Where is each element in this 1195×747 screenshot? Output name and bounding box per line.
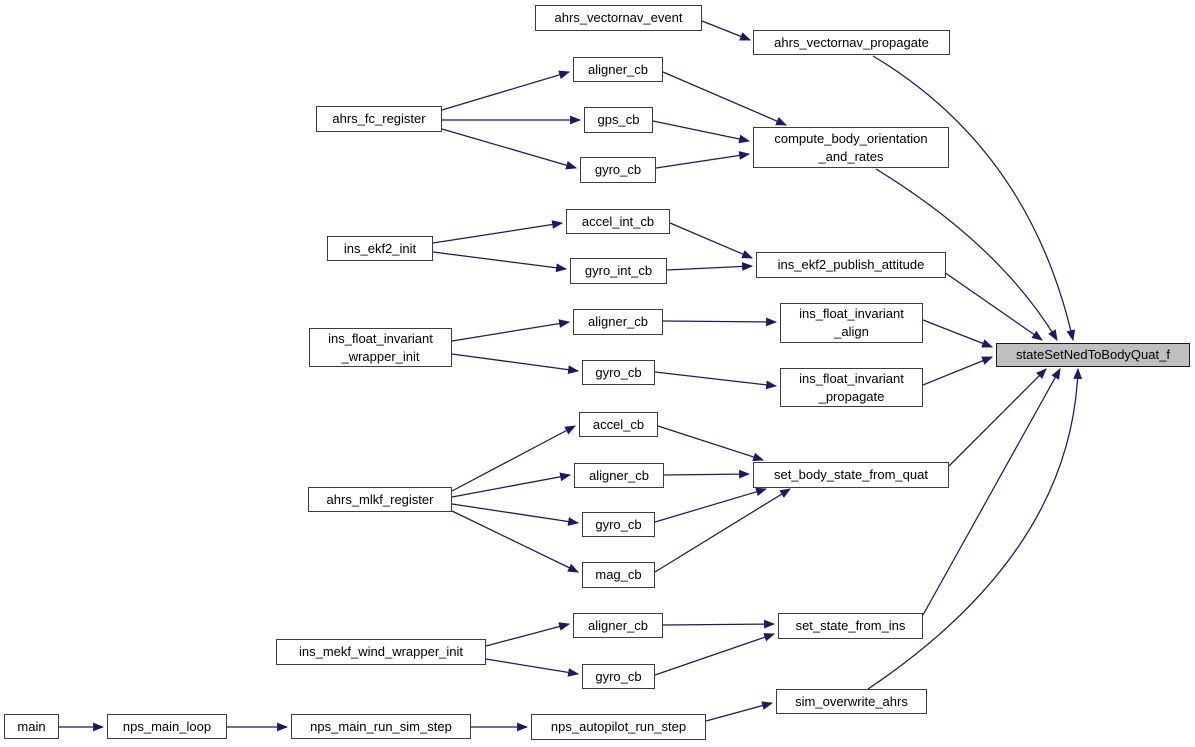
edge-ins_ekf2_init-to-accel_int_cb: [432, 220, 564, 244]
edge-gyro_cb_4-to-set_state_from_ins: [654, 633, 776, 676]
edge-accel_cb-to-set_body_state_from_quat: [657, 425, 765, 462]
edge-ins_float_invariant_align-to-stateSetNedToBodyQuat_f: [922, 319, 994, 348]
node-stateSetNedToBodyQuat_f[interactable]: stateSetNedToBodyQuat_f: [996, 343, 1190, 367]
edge-ins_float_invariant_wrapper_init-to-aligner_cb_2: [451, 319, 571, 342]
node-aligner_cb_4[interactable]: aligner_cb: [573, 613, 663, 638]
node-nps_autopilot_run_step[interactable]: nps_autopilot_run_step: [531, 714, 706, 740]
edge-mag_cb-to-set_body_state_from_quat: [654, 488, 791, 573]
node-aligner_cb_2[interactable]: aligner_cb: [573, 309, 663, 335]
edge-aligner_cb_2-to-ins_float_invariant_align: [662, 317, 778, 327]
edge-set_state_from_ins-to-stateSetNedToBodyQuat_f: [922, 368, 1061, 616]
edge-ins_ekf2_init-to-gyro_int_cb: [432, 251, 568, 273]
node-ins_float_invariant_align[interactable]: ins_float_invariant _align: [780, 303, 923, 343]
edge-set_body_state_from_quat-to-stateSetNedToBodyQuat_f: [948, 368, 1047, 467]
node-gyro_cb_1[interactable]: gyro_cb: [580, 157, 656, 183]
node-gyro_int_cb[interactable]: gyro_int_cb: [570, 258, 667, 284]
edge-ahrs_fc_register-to-gyro_cb_1: [441, 128, 578, 170]
edge-ahrs_fc_register-to-aligner_cb_1: [441, 70, 571, 111]
edge-gyro_int_cb-to-ins_ekf2_publish_attitude: [666, 262, 754, 271]
edge-ins_float_invariant_propagate-to-stateSetNedToBodyQuat_f: [922, 356, 994, 386]
node-nps_main_run_sim_step[interactable]: nps_main_run_sim_step: [291, 714, 471, 739]
edge-gyro_cb_1-to-compute_body_orientation_and_rates: [655, 151, 751, 169]
edge-ahrs_vectornav_event-to-ahrs_vectornav_propagate: [701, 20, 752, 41]
node-aligner_cb_3[interactable]: aligner_cb: [574, 463, 664, 488]
node-ins_float_invariant_wrapper_init[interactable]: ins_float_invariant _wrapper_init: [309, 328, 452, 367]
node-main[interactable]: main: [4, 714, 59, 739]
node-aligner_cb_1[interactable]: aligner_cb: [573, 57, 663, 82]
edge-accel_int_cb-to-ins_ekf2_publish_attitude: [669, 222, 754, 259]
edge-ahrs_mlkf_register-to-aligner_cb_3: [451, 472, 572, 498]
edge-gyro_cb_3-to-set_body_state_from_quat: [654, 487, 768, 523]
edge-ins_ekf2_publish_attitude-to-stateSetNedToBodyQuat_f: [943, 271, 1043, 341]
node-ahrs_mlkf_register[interactable]: ahrs_mlkf_register: [308, 487, 452, 512]
node-compute_body_orientation_and_rates[interactable]: compute_body_orientation _and_rates: [753, 127, 949, 168]
node-nps_main_loop[interactable]: nps_main_loop: [107, 714, 227, 739]
edge-ahrs_mlkf_register-to-mag_cb: [451, 510, 579, 573]
node-accel_cb[interactable]: accel_cb: [579, 412, 658, 437]
edge-sim_overwrite_ahrs-to-stateSetNedToBodyQuat_f: [867, 367, 1083, 690]
node-mag_cb[interactable]: mag_cb: [582, 562, 655, 588]
edge-aligner_cb_4-to-set_state_from_ins: [662, 619, 776, 629]
node-gyro_cb_2[interactable]: gyro_cb: [582, 360, 655, 385]
node-accel_int_cb[interactable]: accel_int_cb: [566, 209, 670, 234]
node-gyro_cb_4[interactable]: gyro_cb: [582, 664, 655, 689]
edge-gps_cb-to-compute_body_orientation_and_rates: [652, 120, 751, 144]
edge-compute_body_orientation_and_rates-to-stateSetNedToBodyQuat_f: [875, 168, 1058, 341]
edge-ahrs_mlkf_register-to-accel_cb: [451, 425, 576, 492]
edge-ins_mekf_wind_wrapper_init-to-aligner_cb_4: [485, 622, 571, 647]
edge-aligner_cb_1-to-compute_body_orientation_and_rates: [662, 71, 788, 126]
node-set_state_from_ins[interactable]: set_state_from_ins: [778, 613, 923, 639]
node-ins_float_invariant_propagate[interactable]: ins_float_invariant _propagate: [780, 368, 923, 407]
node-ahrs_vectornav_event[interactable]: ahrs_vectornav_event: [535, 5, 702, 31]
node-sim_overwrite_ahrs[interactable]: sim_overwrite_ahrs: [776, 689, 927, 714]
edge-ahrs_mlkf_register-to-gyro_cb_3: [451, 503, 580, 526]
node-ahrs_vectornav_propagate[interactable]: ahrs_vectornav_propagate: [753, 30, 950, 55]
edge-ins_float_invariant_wrapper_init-to-gyro_cb_2: [451, 353, 580, 375]
node-ins_mekf_wind_wrapper_init[interactable]: ins_mekf_wind_wrapper_init: [276, 639, 486, 665]
edge-gyro_cb_2-to-ins_float_invariant_propagate: [654, 371, 778, 390]
node-ins_ekf2_publish_attitude[interactable]: ins_ekf2_publish_attitude: [756, 252, 946, 278]
edge-ahrs_vectornav_propagate-to-stateSetNedToBodyQuat_f: [872, 55, 1076, 342]
node-ins_ekf2_init[interactable]: ins_ekf2_init: [327, 236, 433, 261]
edge-aligner_cb_3-to-set_body_state_from_quat: [663, 469, 751, 479]
node-gyro_cb_3[interactable]: gyro_cb: [582, 512, 655, 537]
edge-nps_autopilot_run_step-to-sim_overwrite_ahrs: [705, 701, 774, 722]
node-set_body_state_from_quat[interactable]: set_body_state_from_quat: [753, 462, 949, 488]
edge-ins_mekf_wind_wrapper_init-to-gyro_cb_4: [485, 658, 580, 677]
node-ahrs_fc_register[interactable]: ahrs_fc_register: [316, 106, 442, 132]
node-gps_cb[interactable]: gps_cb: [584, 107, 653, 133]
